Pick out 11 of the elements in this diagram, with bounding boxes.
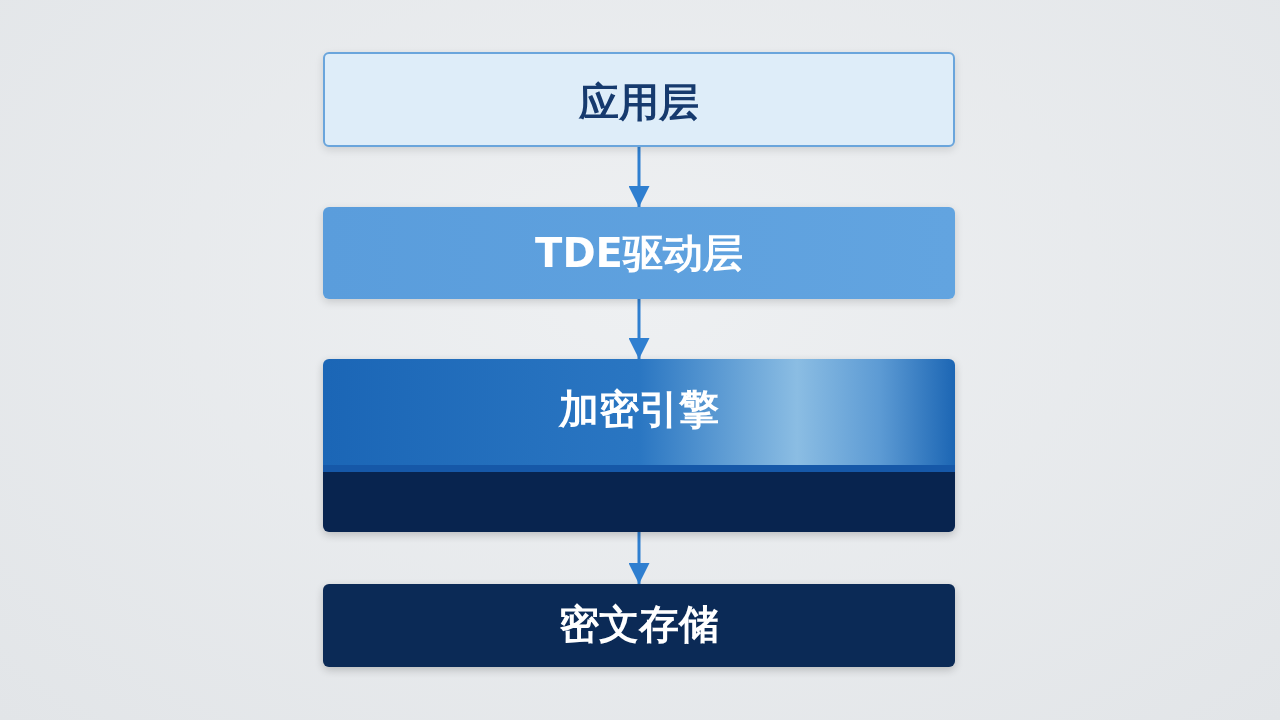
engine-box xyxy=(323,359,955,532)
layer-label: 加密引擎 xyxy=(559,389,719,429)
layer-label: TDE驱动层 xyxy=(535,233,743,273)
arrow xyxy=(628,299,650,359)
layer-box xyxy=(323,584,955,667)
arrow xyxy=(628,147,650,207)
layer-box xyxy=(323,207,955,299)
layer-label: 密文存储 xyxy=(559,604,719,644)
arrow xyxy=(628,532,650,584)
layer-box xyxy=(323,52,955,147)
layer-label: 应用层 xyxy=(579,82,699,122)
